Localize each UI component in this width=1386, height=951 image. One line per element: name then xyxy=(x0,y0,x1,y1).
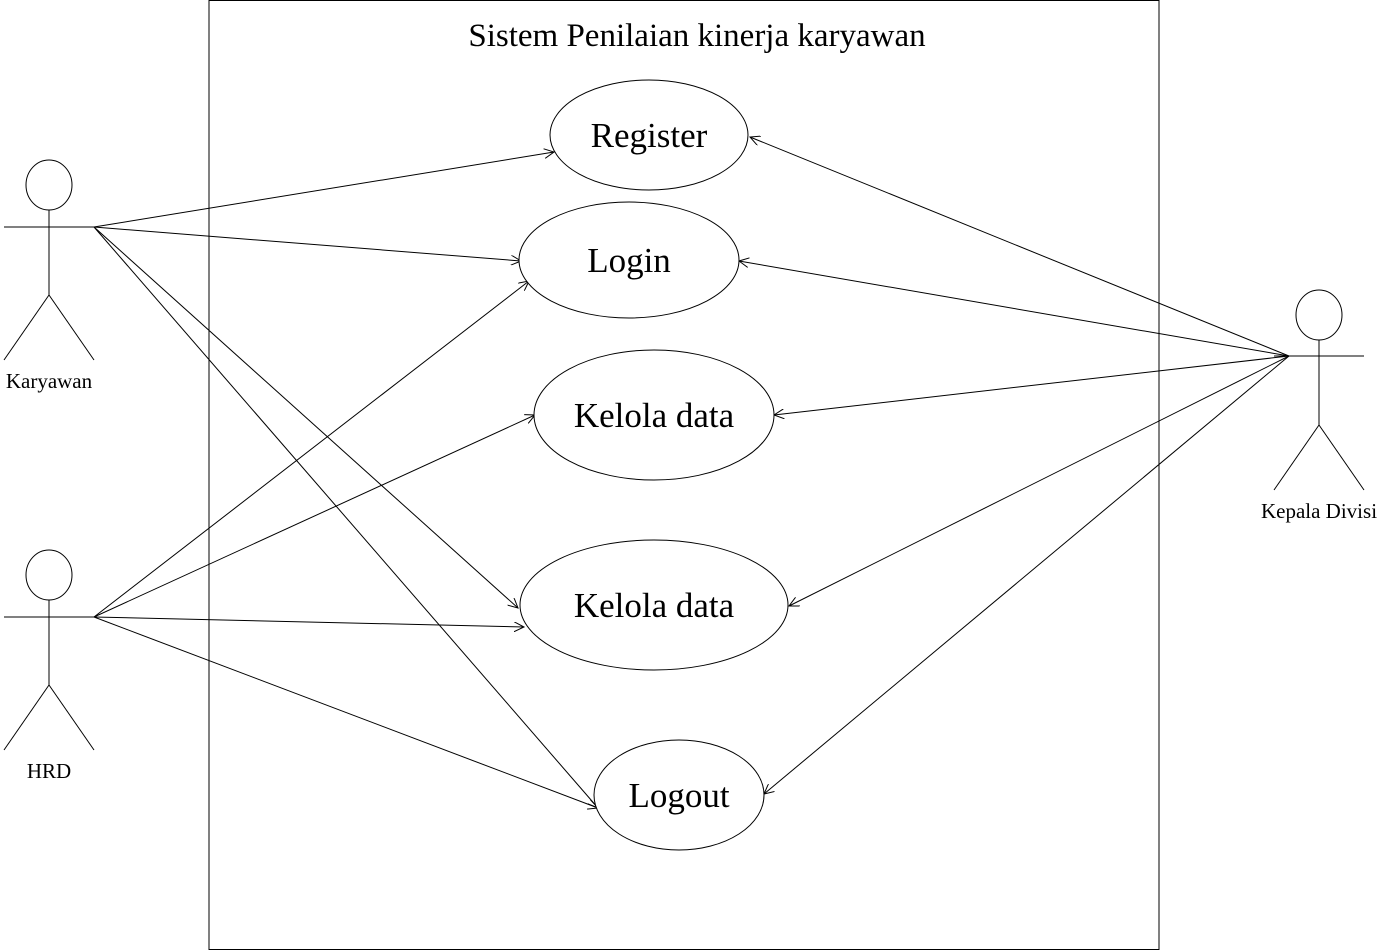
system-title: Sistem Penilaian kinerja karyawan xyxy=(468,18,925,54)
association-kepala-divisi-to-kelola-1 xyxy=(774,355,1290,415)
stick-figure-icon xyxy=(1273,289,1365,491)
stick-figure-icon xyxy=(3,159,95,361)
association-hrd-to-logout xyxy=(93,616,598,808)
association-hrd-to-login xyxy=(93,281,529,618)
associations xyxy=(93,137,1290,808)
association-kepala-divisi-to-logout xyxy=(764,355,1290,794)
actor-kepala-divisi[interactable]: Kepala Divisi xyxy=(1261,289,1377,523)
use-case-login[interactable]: Login xyxy=(518,201,740,319)
stick-figure-icon xyxy=(3,549,95,751)
association-kepala-divisi-to-register xyxy=(750,137,1290,357)
use-case-register[interactable]: Register xyxy=(549,79,749,191)
use-case-label: Logout xyxy=(628,776,729,815)
actor-hrd[interactable]: HRD xyxy=(3,549,95,783)
association-karyawan-to-kelola-2 xyxy=(93,226,518,608)
association-kepala-divisi-to-login xyxy=(739,261,1290,357)
association-karyawan-to-login xyxy=(93,226,521,261)
association-hrd-to-kelola-2 xyxy=(93,616,524,627)
association-karyawan-to-logout xyxy=(93,226,598,808)
use-case-label: Register xyxy=(591,116,708,155)
association-karyawan-to-register xyxy=(93,152,554,228)
use-case-label: Kelola data xyxy=(574,396,735,435)
association-kepala-divisi-to-kelola-2 xyxy=(789,355,1290,606)
actor-karyawan[interactable]: Karyawan xyxy=(3,159,95,393)
association-hrd-to-kelola-1 xyxy=(93,415,535,618)
use-case-label: Kelola data xyxy=(574,586,735,625)
use-case-logout[interactable]: Logout xyxy=(593,739,765,851)
actor-label: Kepala Divisi xyxy=(1261,499,1377,523)
actor-label: Karyawan xyxy=(6,369,93,393)
use-case-kelola-data-2[interactable]: Kelola data xyxy=(519,539,789,671)
use-case-kelola-data-1[interactable]: Kelola data xyxy=(533,349,775,481)
use-case-label: Login xyxy=(587,241,671,280)
actor-label: HRD xyxy=(27,759,71,783)
